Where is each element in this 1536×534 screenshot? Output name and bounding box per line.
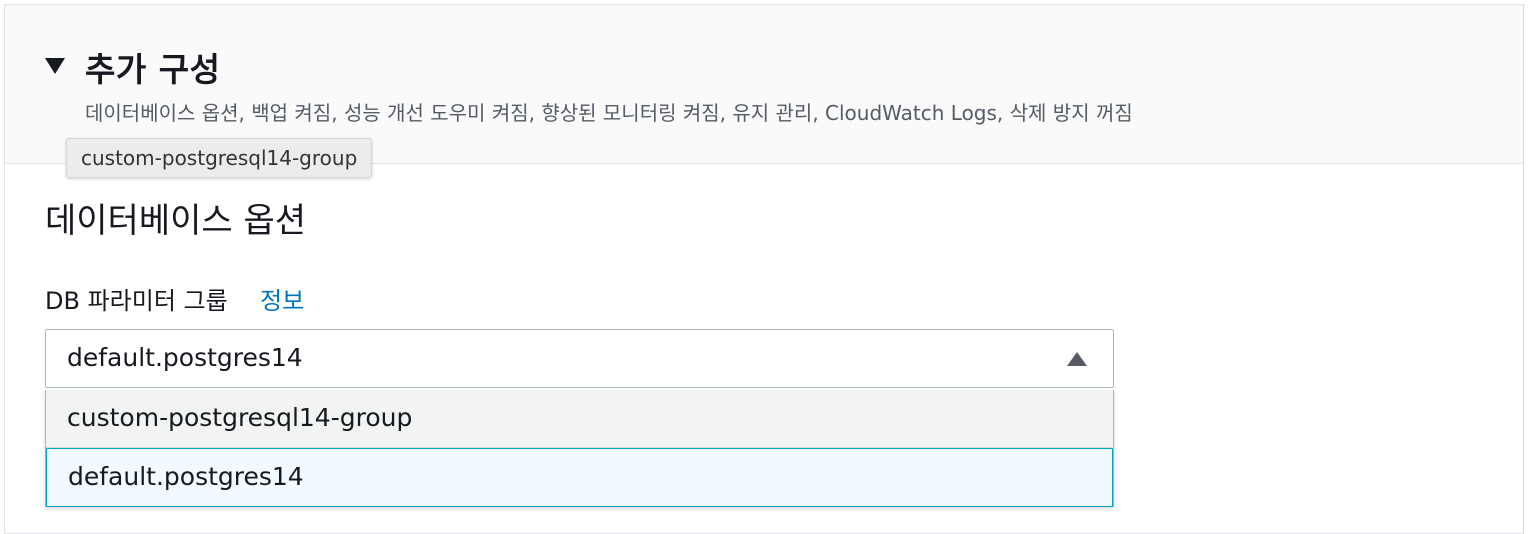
database-options-heading: 데이터베이스 옵션 <box>45 201 307 241</box>
caret-down-icon[interactable] <box>45 58 65 74</box>
section-title[interactable]: 추가 구성 <box>85 50 221 89</box>
dropdown-option-selected[interactable]: default.postgres14 <box>46 448 1113 507</box>
db-parameter-group-label: DB 파라미터 그룹 <box>45 287 228 315</box>
db-parameter-group-select[interactable]: default.postgres14 <box>45 329 1114 388</box>
select-value: default.postgres14 <box>67 343 303 372</box>
section-description: 데이터베이스 옵션, 백업 켜짐, 성능 개선 도우미 켜짐, 향상된 모니터링… <box>85 101 1133 125</box>
tooltip: custom-postgresql14-group <box>66 138 373 178</box>
info-link[interactable]: 정보 <box>260 287 305 315</box>
additional-config-panel: 추가 구성 데이터베이스 옵션, 백업 켜짐, 성능 개선 도우미 켜짐, 향상… <box>4 4 1524 534</box>
dropdown-list: custom-postgresql14-group default.postgr… <box>45 390 1114 507</box>
panel-header[interactable]: 추가 구성 데이터베이스 옵션, 백업 켜짐, 성능 개선 도우미 켜짐, 향상… <box>5 5 1523 164</box>
caret-up-icon[interactable] <box>1067 352 1087 366</box>
option-label: default.postgres14 <box>68 462 304 491</box>
dropdown-option[interactable]: custom-postgresql14-group <box>46 390 1113 448</box>
option-label: custom-postgresql14-group <box>67 403 413 432</box>
